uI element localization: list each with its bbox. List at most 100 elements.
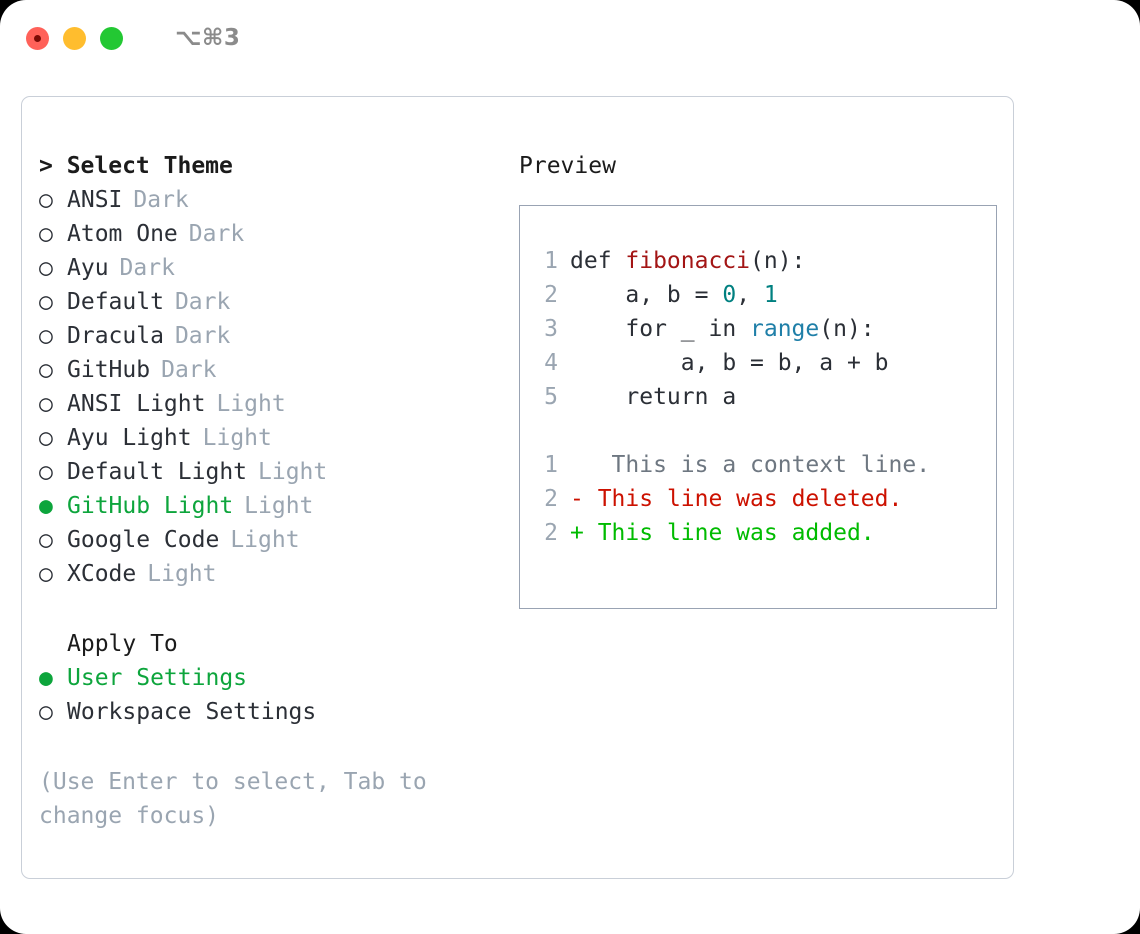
theme-option-label: Atom One xyxy=(67,221,178,247)
preview-title: Preview xyxy=(519,153,616,179)
theme-option-label: Default xyxy=(67,289,164,315)
theme-option-label: Ayu xyxy=(67,255,109,281)
theme-option-label: Default Light xyxy=(67,459,248,485)
radio-unselected-icon: ○ xyxy=(39,459,53,485)
maximize-button[interactable] xyxy=(100,26,123,50)
theme-option-github-light[interactable]: ● GitHub Light Light xyxy=(39,489,501,523)
diff-sample: 1 This is a context line. 2- This line wa… xyxy=(540,448,996,550)
code-token-plain: (n): xyxy=(819,316,875,342)
diff-marker: - xyxy=(570,486,584,512)
code-line: 2 a, b = 0, 1 xyxy=(540,278,996,312)
code-token-plain: for _ in xyxy=(570,316,751,342)
theme-option-tag: Light xyxy=(258,459,328,485)
diff-line-text: This line was deleted. xyxy=(583,486,903,512)
code-line-text: def fibonacci(n): xyxy=(570,244,805,278)
code-line-number: 1 xyxy=(544,248,558,274)
keyboard-hint-text: (Use Enter to select, Tab to change focu… xyxy=(39,769,427,829)
code-token-plain: (n): xyxy=(750,248,806,274)
theme-option-tag: Light xyxy=(216,391,286,417)
code-token-num: 1 xyxy=(763,282,778,308)
radio-selected-icon: ● xyxy=(39,493,53,519)
minimize-button[interactable] xyxy=(63,26,86,50)
radio-unselected-icon: ○ xyxy=(39,425,53,451)
theme-option-tag: Dark xyxy=(188,221,245,247)
diff-line-number: 2 xyxy=(544,520,558,546)
theme-option-tag: Dark xyxy=(161,357,217,383)
code-line-text: a, b = b, a + b xyxy=(570,346,889,380)
apply-to-option-workspace-settings[interactable]: ○ Workspace Settings xyxy=(39,695,501,729)
theme-option-label: ANSI Light xyxy=(67,391,206,417)
title-bar: ⌥⌘3 xyxy=(0,0,1140,76)
select-theme-header: > Select Theme xyxy=(39,153,233,179)
radio-unselected-icon: ○ xyxy=(39,255,53,281)
diff-line-added: 2 + This line was added. xyxy=(540,516,996,550)
radio-unselected-icon: ○ xyxy=(39,323,53,349)
diff-line-text: This is a context line. xyxy=(583,452,931,478)
theme-option-tag: Light xyxy=(230,527,300,553)
theme-option-label: GitHub Light xyxy=(67,493,234,519)
theme-option-tag: Dark xyxy=(174,323,231,349)
theme-option-ansi-light[interactable]: ○ ANSI Light Light xyxy=(39,387,501,421)
radio-unselected-icon: ○ xyxy=(39,289,53,315)
theme-option-default[interactable]: ○ Default Dark xyxy=(39,285,501,319)
keyboard-shortcut-label: ⌥⌘3 xyxy=(175,25,241,51)
apply-to-option-label: Workspace Settings xyxy=(67,699,317,725)
code-line: 1 def fibonacci(n): xyxy=(540,244,996,278)
theme-option-ayu[interactable]: ○ Ayu Dark xyxy=(39,251,501,285)
close-button[interactable] xyxy=(26,26,49,50)
theme-option-tag: Dark xyxy=(119,255,175,281)
diff-line-number: 2 xyxy=(544,486,558,512)
apply-to-option-user-settings[interactable]: ● User Settings xyxy=(39,661,501,695)
code-token-plain: return a xyxy=(570,384,737,410)
code-line-number: 3 xyxy=(544,316,558,342)
code-token-call: range xyxy=(750,316,820,342)
radio-unselected-icon: ○ xyxy=(39,357,53,383)
code-line: 4 a, b = b, a + b xyxy=(540,346,996,380)
theme-option-github[interactable]: ○ GitHub Dark xyxy=(39,353,501,387)
code-token-fn: fibonacci xyxy=(625,248,751,274)
theme-option-tag: Dark xyxy=(133,187,189,213)
code-line: 5 return a xyxy=(540,380,996,414)
radio-unselected-icon: ○ xyxy=(39,527,53,553)
code-line-text: return a xyxy=(570,380,736,414)
apply-to-header: Apply To xyxy=(67,631,178,657)
theme-option-tag: Light xyxy=(147,561,217,587)
code-line-number: 4 xyxy=(544,350,558,376)
diff-line-number: 1 xyxy=(544,452,558,478)
radio-unselected-icon: ○ xyxy=(39,391,53,417)
radio-selected-icon: ● xyxy=(39,665,53,691)
theme-option-label: GitHub xyxy=(67,357,151,383)
code-token-plain: def xyxy=(570,248,626,274)
code-line-text: a, b = 0, 1 xyxy=(570,278,778,312)
diff-marker xyxy=(570,448,584,482)
radio-unselected-icon: ○ xyxy=(39,699,53,725)
theme-option-default-light[interactable]: ○ Default Light Light xyxy=(39,455,501,489)
code-token-plain: , xyxy=(736,282,764,308)
diff-line-deleted: 2- This line was deleted. xyxy=(540,482,996,516)
apply-to-option-list[interactable]: ● User Settings ○ Workspace Settings xyxy=(39,661,501,729)
diff-marker: + xyxy=(570,520,584,546)
traffic-lights xyxy=(26,26,123,50)
theme-option-label: Ayu Light xyxy=(67,425,192,451)
diff-line-text: This line was added. xyxy=(583,520,875,546)
code-token-plain: a, b = b, a + b xyxy=(570,350,889,376)
code-line-number: 5 xyxy=(544,384,558,410)
theme-option-tag: Dark xyxy=(174,289,231,315)
apply-to-option-label: User Settings xyxy=(67,665,248,691)
code-token-num: 0 xyxy=(722,282,737,308)
radio-unselected-icon: ○ xyxy=(39,187,53,213)
theme-option-tag: Light xyxy=(244,493,314,519)
